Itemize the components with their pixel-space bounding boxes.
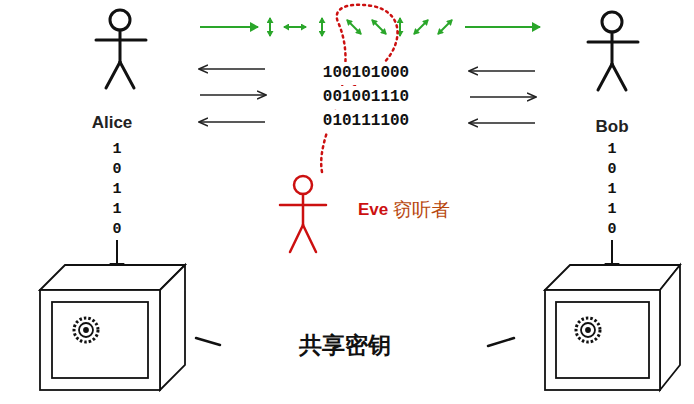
person-name: Bob [595,117,628,137]
alice-figure [96,10,146,88]
bob-figure [588,12,638,90]
right-safe [545,265,680,390]
quantum-channel [200,18,540,36]
eavesdropper-role: 窃听者 [393,199,450,221]
key-bits: 10110 [110,140,125,240]
bit-string: 010111100 [321,110,411,133]
left-safe [40,265,185,390]
eve-figure [280,176,326,252]
person-name: Alice [92,113,133,133]
bit-string: 001001110 [321,86,411,109]
shared-key-label: 共享密钥 [296,332,394,358]
key-bits: 10110 [605,140,620,240]
down-arrows [111,240,618,276]
bit-string: 100101000 [321,62,411,85]
eavesdropper-name: Eve [358,200,388,220]
